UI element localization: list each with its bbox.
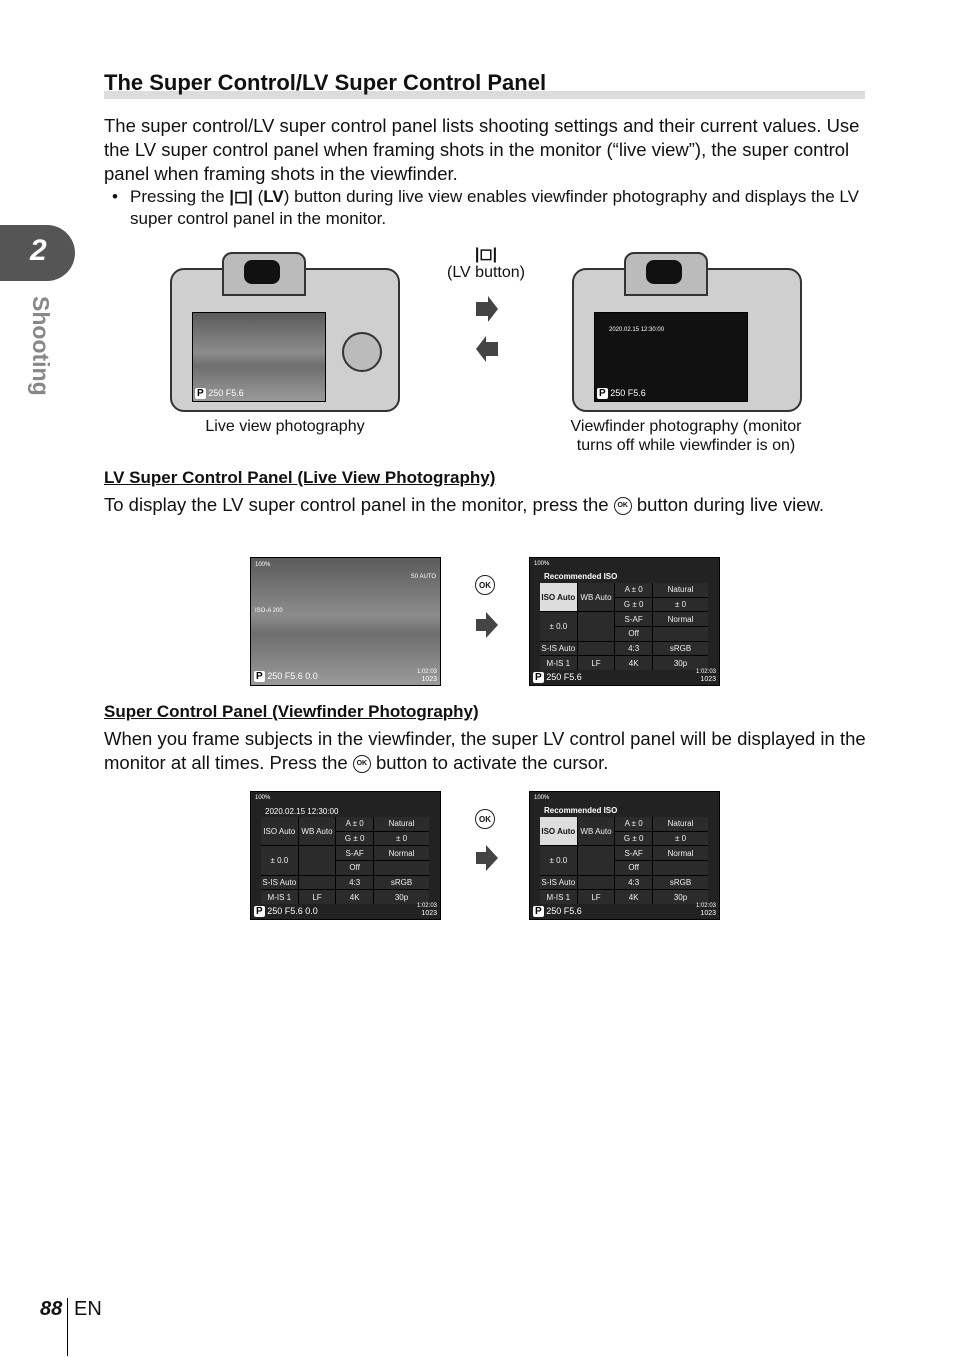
chapter-name: Shooting [28, 296, 54, 396]
intro-text: The super control/LV super control panel… [104, 115, 860, 184]
lv-photo-screen: 100% S0 AUTO ISO-A 200 P 250 F5.6 0.0 1:… [250, 557, 441, 686]
ok-button-icon-2: OK [352, 755, 371, 774]
super-control-panel-cursor: 100% Recommended ISO ISO Auto WB Auto A … [529, 791, 720, 920]
ok-button-icon: OK [613, 497, 632, 516]
arrow-right-icon-2 [476, 845, 498, 871]
arrow-right-icon-1 [476, 612, 498, 638]
monitor-super-control: 2020.02.15 12:30:00 P 250 F5.6 [594, 312, 748, 402]
chapter-number: 2 [30, 234, 47, 267]
language-label: EN [74, 1298, 102, 1320]
lv-label: LV [263, 187, 284, 206]
camera-back-liveview: P 250 F5.6 [170, 252, 400, 412]
ok-icon-1: OK [475, 575, 495, 595]
footer-divider [67, 1298, 68, 1356]
monitor-liveview: P 250 F5.6 [192, 312, 326, 402]
title-underline [104, 91, 865, 99]
page-number: 88 [40, 1298, 63, 1320]
bullet-item: • Pressing the |◻| (LV) button during li… [112, 187, 859, 228]
subheading-lv-panel: LV Super Control Panel (Live View Photog… [104, 468, 496, 487]
ok-icon-2: OK [475, 809, 495, 829]
recommended-iso-label-2: Recommended ISO [544, 806, 618, 815]
camera-back-viewfinder: 2020.02.15 12:30:00 P 250 F5.6 [572, 252, 802, 412]
sub2-text: When you frame subjects in the viewfinde… [104, 728, 866, 774]
recommended-iso-label: Recommended ISO [544, 572, 618, 581]
lv-button-symbol: |◻| [474, 246, 498, 263]
chapter-tab [0, 225, 75, 281]
lv-super-control-panel-cursor: 100% Recommended ISO ISO Auto WB Auto A … [529, 557, 720, 686]
caption-viewfinder: Viewfinder photography (monitor turns of… [570, 418, 802, 454]
sub1-text: To display the LV super control panel in… [104, 494, 825, 516]
lv-button-caption: |◻| (LV button) [440, 244, 532, 282]
datetime-label: 2020.02.15 12:30:00 [265, 807, 339, 816]
caption-live-view: Live view photography [205, 418, 365, 435]
toggle-arrows-icon [476, 296, 498, 362]
lv-button-icon: |◻| [229, 187, 253, 206]
section-title: The Super Control/LV Super Control Panel [104, 70, 547, 95]
super-control-panel: 100% 2020.02.15 12:30:00 ISO Auto WB Aut… [250, 791, 441, 920]
subheading-super-panel: Super Control Panel (Viewfinder Photogra… [104, 702, 479, 721]
